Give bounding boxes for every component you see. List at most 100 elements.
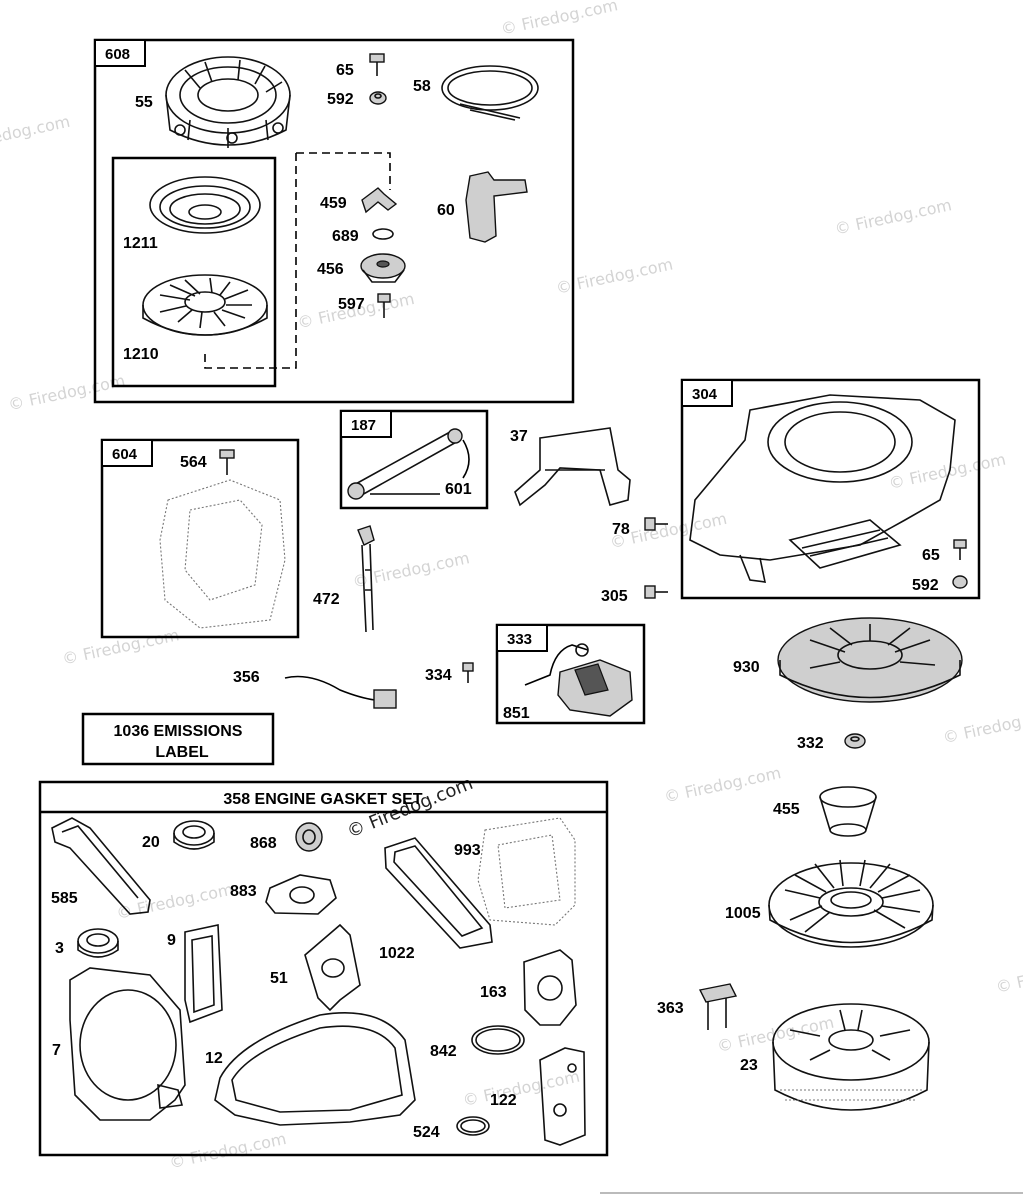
- label-604: 604: [112, 446, 138, 463]
- watermark: © Firedog.com: [0, 112, 72, 155]
- label-60: 60: [437, 202, 455, 219]
- watermark: © Firedog.com: [115, 880, 235, 923]
- label-585: 585: [51, 890, 78, 907]
- watermark: © Firedog.com: [61, 625, 181, 668]
- starter-rope-part: [441, 65, 539, 121]
- flywheel-part: [772, 1003, 930, 1111]
- watermark: © Firedog.com: [461, 1067, 581, 1110]
- label-3: 3: [55, 940, 64, 957]
- tag-box-604: [101, 439, 153, 467]
- label-23: 23: [740, 1057, 758, 1074]
- label-12: 12: [205, 1050, 223, 1067]
- oil-seal-part: [77, 928, 119, 958]
- label-78: 78: [612, 521, 630, 538]
- watermarks: © Firedog.com © Firedog.com © Firedog.co…: [0, 0, 1023, 1172]
- ground-wire-part: [284, 675, 397, 709]
- emissions-label-line2: LABEL: [155, 744, 209, 761]
- label-65-b: 65: [922, 547, 940, 564]
- label-332: 332: [797, 735, 824, 752]
- label-163: 163: [480, 984, 507, 1001]
- box-333: [495, 623, 646, 725]
- breather-tube-part: [347, 428, 470, 500]
- label-9: 9: [167, 932, 176, 949]
- label-689: 689: [332, 228, 359, 245]
- watermark: © Firedog.com: [994, 953, 1023, 996]
- rewind-spring-part: [149, 176, 261, 234]
- dashed-link: [204, 152, 391, 369]
- label-851: 851: [503, 705, 530, 722]
- gasket-585-part: [51, 817, 151, 915]
- group-333: 333 851: [495, 623, 646, 725]
- emissions-label-line1: 1036 EMISSIONS: [114, 723, 243, 740]
- screw-part: [644, 585, 668, 599]
- gasket-9-part: [184, 924, 223, 1024]
- label-356: 356: [233, 669, 260, 686]
- label-868: 868: [250, 835, 277, 852]
- label-456: 456: [317, 261, 344, 278]
- box-358: [38, 780, 609, 1157]
- label-305: 305: [601, 588, 628, 605]
- label-58: 58: [413, 78, 431, 95]
- label-842: 842: [430, 1043, 457, 1060]
- box-inner-starter: [111, 156, 277, 388]
- label-993: 993: [454, 842, 481, 859]
- gasket-163-part: [523, 949, 577, 1026]
- head-gasket-part: [69, 967, 186, 1121]
- box-304: [680, 378, 981, 600]
- gasket-part-faint: [159, 479, 286, 629]
- starter-cup-part: [819, 786, 877, 837]
- spring-part: [372, 228, 394, 240]
- group-608: 608 55 65 592: [93, 38, 575, 404]
- starter-pulley-part: [142, 274, 268, 336]
- nut-part: [952, 575, 968, 589]
- label-883: 883: [230, 883, 257, 900]
- box-187: [339, 409, 489, 510]
- label-187: 187: [351, 417, 376, 434]
- screw-part: [644, 517, 668, 531]
- dipstick-part: [357, 525, 375, 633]
- tag-box-304: [681, 379, 733, 407]
- watermark: © Firedog.com: [715, 1013, 835, 1056]
- flywheel-fan-part: [768, 859, 934, 948]
- group-604: 604 564: [100, 438, 300, 639]
- label-592-b: 592: [912, 577, 939, 594]
- watermark: © Firedog.com: [168, 1129, 288, 1172]
- o-ring-524-part: [456, 1116, 490, 1136]
- label-524: 524: [413, 1124, 440, 1141]
- tag-box-333: [496, 624, 548, 652]
- armature-part: [524, 643, 633, 717]
- label-333: 333: [507, 631, 532, 648]
- label-592-a: 592: [327, 91, 354, 108]
- screw-part: [953, 539, 967, 560]
- label-601: 601: [445, 481, 472, 498]
- box-608: [93, 38, 575, 404]
- label-1211: 1211: [123, 235, 158, 252]
- label-37: 37: [510, 428, 528, 445]
- group-187: 187 601: [339, 409, 489, 510]
- group-358: 358 ENGINE GASKET SET 20 868 585 883: [38, 780, 609, 1157]
- label-1005: 1005: [725, 905, 761, 922]
- label-51: 51: [270, 970, 288, 987]
- screw-part: [369, 53, 385, 76]
- label-472: 472: [313, 591, 340, 608]
- starter-handle-part: [465, 171, 528, 243]
- gasket-51-part: [304, 923, 361, 1012]
- watermark: © Firedog.com: [662, 763, 782, 806]
- gasket-1022-part: [384, 837, 493, 949]
- o-ring-842-part: [471, 1025, 525, 1055]
- label-564: 564: [180, 454, 207, 471]
- label-455: 455: [773, 801, 800, 818]
- dog-part: [361, 187, 398, 214]
- watermark: © Firedog.com: [6, 371, 126, 414]
- label-20: 20: [142, 834, 160, 851]
- tag-box-608: [94, 39, 146, 67]
- tag-box-187: [340, 410, 392, 438]
- label-7: 7: [52, 1042, 61, 1059]
- label-930: 930: [733, 659, 760, 676]
- watermark: © Firedog.com: [499, 0, 619, 39]
- label-65-a: 65: [336, 62, 354, 79]
- blower-housing-part: [689, 394, 956, 583]
- label-55: 55: [135, 94, 153, 111]
- label-459: 459: [320, 195, 347, 212]
- air-guide-part: [514, 427, 631, 507]
